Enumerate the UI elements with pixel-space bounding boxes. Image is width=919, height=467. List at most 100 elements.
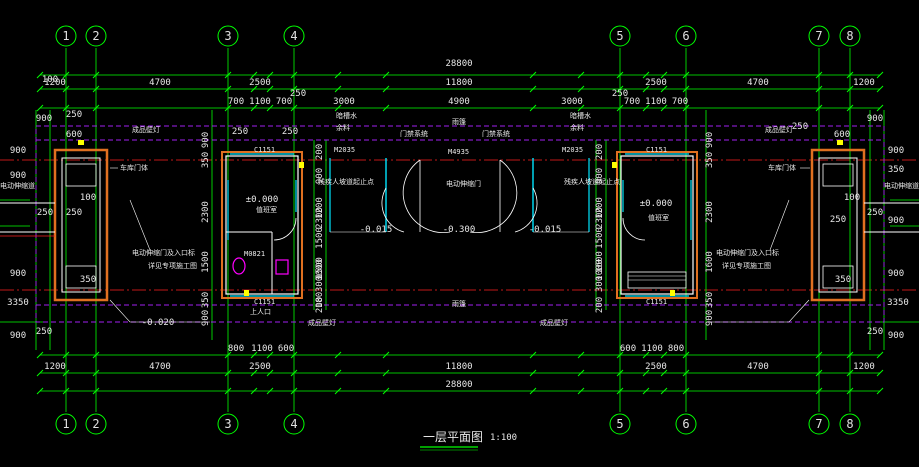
tick [876, 387, 884, 395]
axis-bubble-8 [839, 413, 861, 435]
tick [660, 104, 668, 112]
tick [62, 104, 70, 112]
tick [224, 387, 232, 395]
axis-bubble-5 [609, 413, 631, 435]
tick [642, 85, 650, 93]
dim-top3-5: 3000 [561, 97, 583, 107]
dim-lcol-1: 900 [10, 171, 26, 181]
level-road: -0.020 [142, 318, 175, 328]
axis-lines-horizontal [0, 159, 919, 291]
tick [815, 387, 823, 395]
axis-label-6: 6 [682, 417, 689, 431]
tick [682, 104, 690, 112]
level-center: -0.300 [443, 225, 476, 235]
label-drain-right: 暗槽水 [570, 111, 591, 120]
sink-icon [275, 259, 289, 275]
tick [682, 369, 690, 377]
vdim-right-bldg-4: 350 [705, 292, 715, 308]
tick [529, 351, 537, 359]
axis-label-2: 2 [92, 417, 99, 431]
vdim-mid-right-1: 1200 [595, 197, 605, 219]
tick [62, 387, 70, 395]
level-right-walk: -0.015 [529, 225, 562, 235]
label-note-left2: 详见专项施工图 [148, 261, 197, 270]
tick [266, 71, 274, 79]
annotation-labels: 成品壁灯 成品壁灯 成品壁灯 成品壁灯 车库门体 车库门体 门禁系统 门禁系统 … [0, 111, 919, 327]
label-door-m2: M2035 [562, 146, 583, 154]
axis-bubble-4 [283, 413, 305, 435]
tick [382, 351, 390, 359]
overall-dim: 28800 [445, 59, 472, 69]
tick [36, 387, 44, 395]
dim-top2-6: 1200 [853, 78, 875, 88]
tick [642, 369, 650, 377]
tick [250, 85, 258, 93]
drawing-scale: 1:100 [490, 433, 517, 443]
tick [616, 104, 624, 112]
label-door-main: M4935 [448, 148, 469, 156]
axis-label-7: 7 [815, 29, 822, 43]
label-note-right1: 电动伸缩门及入口标 [716, 248, 779, 257]
tick [642, 104, 650, 112]
tick [266, 104, 274, 112]
tick [529, 369, 537, 377]
axis-bubble-6 [675, 25, 697, 47]
axis-label-3: 3 [224, 29, 231, 43]
tick [62, 369, 70, 377]
tick [266, 351, 274, 359]
tick [250, 351, 258, 359]
guardhouse-right [616, 151, 698, 299]
dim-bot1-5: 800 [668, 344, 684, 354]
tick [529, 71, 537, 79]
dim-rcol-1: 900 [888, 146, 904, 156]
tick [92, 351, 100, 359]
tick [815, 71, 823, 79]
dim-left-outer-2: 250 [282, 127, 298, 137]
vdim-mid-left-6: 300 [315, 276, 325, 292]
tick [266, 85, 274, 93]
vdim-mid-left-0: 200 [315, 144, 325, 160]
dim-top2-3: 11800 [445, 78, 472, 88]
vdim-mid-right-6: 1000 [595, 259, 605, 281]
label-drain-left: 暗槽水 [336, 111, 357, 120]
tick [334, 71, 342, 79]
axis-label-5: 5 [616, 417, 623, 431]
tick [36, 351, 44, 359]
vdim-mid-left-8: 180 [315, 292, 325, 308]
vdim-mid-right-2: 900 [595, 168, 605, 184]
dim-bot-overall: 28800 [445, 380, 472, 390]
building-vertical-dims: 9003502300150035090090035023001600350900… [201, 132, 715, 326]
tick [660, 369, 668, 377]
tick [846, 71, 854, 79]
vdim-mid-left-2: 900 [315, 168, 325, 184]
label-side-right: 电动伸缩道 [884, 181, 919, 190]
axis-bubble-7 [808, 413, 830, 435]
tick [846, 387, 854, 395]
tick [224, 351, 232, 359]
tick [36, 85, 44, 93]
axis-bubble-4 [283, 25, 305, 47]
guardhouse-left [221, 151, 303, 299]
vdim-mid-left-9: 200 [315, 297, 325, 313]
tick [334, 369, 342, 377]
axis-label-5: 5 [616, 29, 623, 43]
tick [92, 71, 100, 79]
vdim-mid-right-0: 200 [595, 144, 605, 160]
vdim-mid-right-3: 2300 [595, 207, 605, 229]
dimension-labels: 28800 1200 4700 2500 11800 2500 4700 120… [7, 59, 909, 390]
dim-tl-0: 900 [36, 114, 52, 124]
dim-top3-1: 1100 [249, 97, 271, 107]
label-gate-right: 车库门体 [768, 163, 796, 172]
tick [529, 387, 537, 395]
axis-bubble-6 [675, 413, 697, 435]
tick [290, 71, 298, 79]
tick [616, 387, 624, 395]
dim-top3-6: 700 [624, 97, 640, 107]
dim-top3-8: 700 [672, 97, 688, 107]
tick [876, 351, 884, 359]
dim-top2-5: 4700 [747, 78, 769, 88]
label-side-left: 电动伸缩道 [0, 181, 35, 190]
tick [92, 369, 100, 377]
